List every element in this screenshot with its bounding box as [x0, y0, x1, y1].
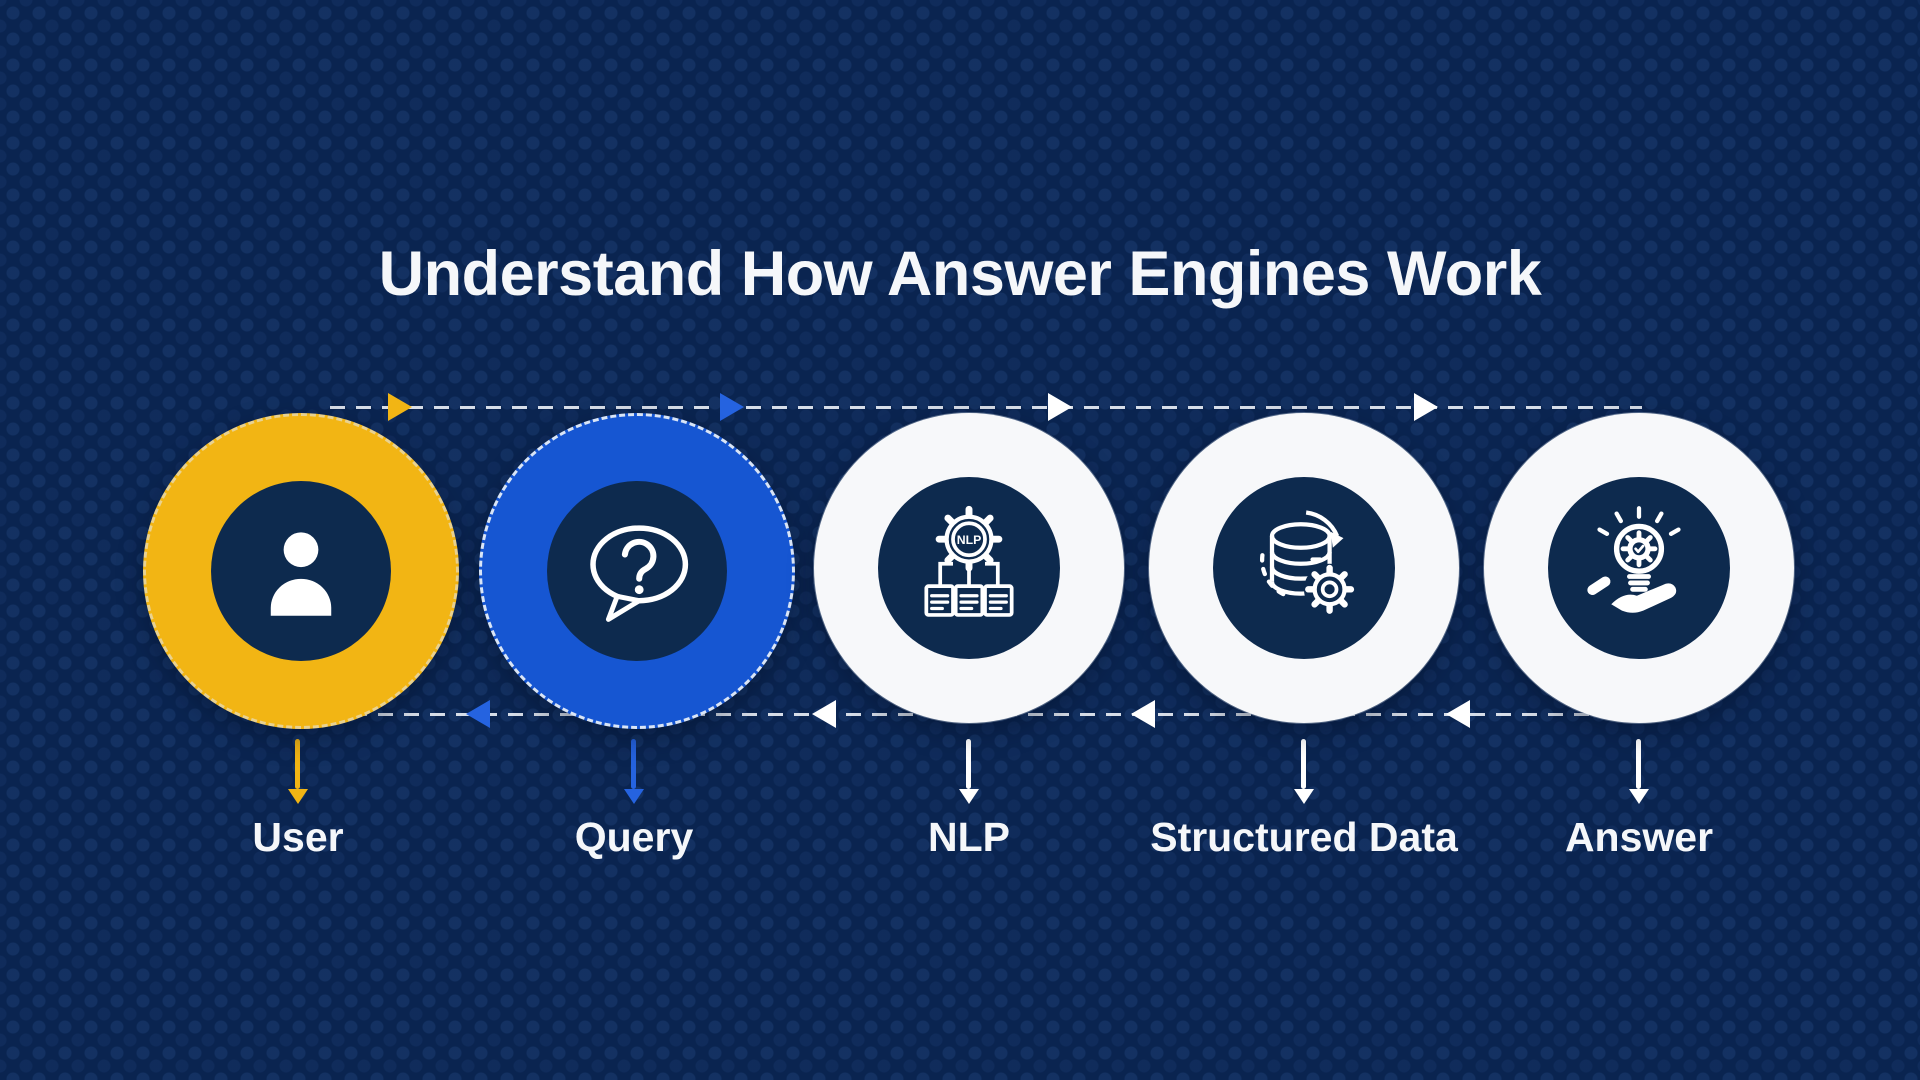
drop-arrowhead-query — [624, 789, 644, 804]
arrowhead-bottom-white-3 — [1446, 700, 1470, 728]
database-gear-icon — [1259, 510, 1356, 615]
arrowhead-bottom-white-2 — [1131, 700, 1155, 728]
drop-arrowhead-nlp — [959, 789, 979, 804]
step-label-nlp: NLP — [928, 814, 1010, 860]
drop-arrow-nlp — [966, 739, 971, 789]
drop-arrow-structured-data — [1301, 739, 1306, 789]
arrowhead-top-yellow — [388, 393, 412, 421]
step-circle-user-inner — [211, 481, 391, 661]
drop-arrowhead-answer — [1629, 789, 1649, 804]
step-circle-user — [143, 413, 459, 729]
drop-arrow-query — [631, 739, 636, 789]
hand-lightbulb-icon — [1587, 506, 1681, 613]
step-circle-query — [479, 413, 795, 729]
step-label-query: Query — [574, 814, 694, 860]
step-circle-answer-inner — [1548, 477, 1730, 659]
flow-line-top — [330, 406, 1642, 409]
step-circle-nlp: NLP — [814, 413, 1124, 723]
arrowhead-bottom-white-1 — [812, 700, 836, 728]
nlp-icon-text: NLP — [957, 533, 982, 547]
step-label-structured-data: Structured Data — [1150, 814, 1458, 860]
step-circle-query-inner — [547, 481, 727, 661]
step-label-user: User — [252, 814, 344, 860]
step-circle-nlp-inner: NLP — [878, 477, 1060, 659]
step-circle-answer — [1484, 413, 1794, 723]
step-circle-structured-data — [1149, 413, 1459, 723]
arrowhead-top-white-1 — [1048, 393, 1072, 421]
arrowhead-top-blue — [720, 393, 744, 421]
question-bubble-icon — [590, 525, 689, 622]
page-title: Understand How Answer Engines Work — [378, 239, 1542, 309]
step-label-answer: Answer — [1564, 814, 1714, 860]
nlp-gear-documents-icon: NLP — [924, 505, 1014, 617]
drop-arrow-answer — [1636, 739, 1641, 789]
arrowhead-bottom-blue — [466, 700, 490, 728]
user-icon — [270, 532, 332, 616]
step-circle-structured-data-inner — [1213, 477, 1395, 659]
drop-arrowhead-user — [288, 789, 308, 804]
drop-arrow-user — [295, 739, 300, 789]
drop-arrowhead-structured-data — [1294, 789, 1314, 804]
arrowhead-top-white-2 — [1414, 393, 1438, 421]
